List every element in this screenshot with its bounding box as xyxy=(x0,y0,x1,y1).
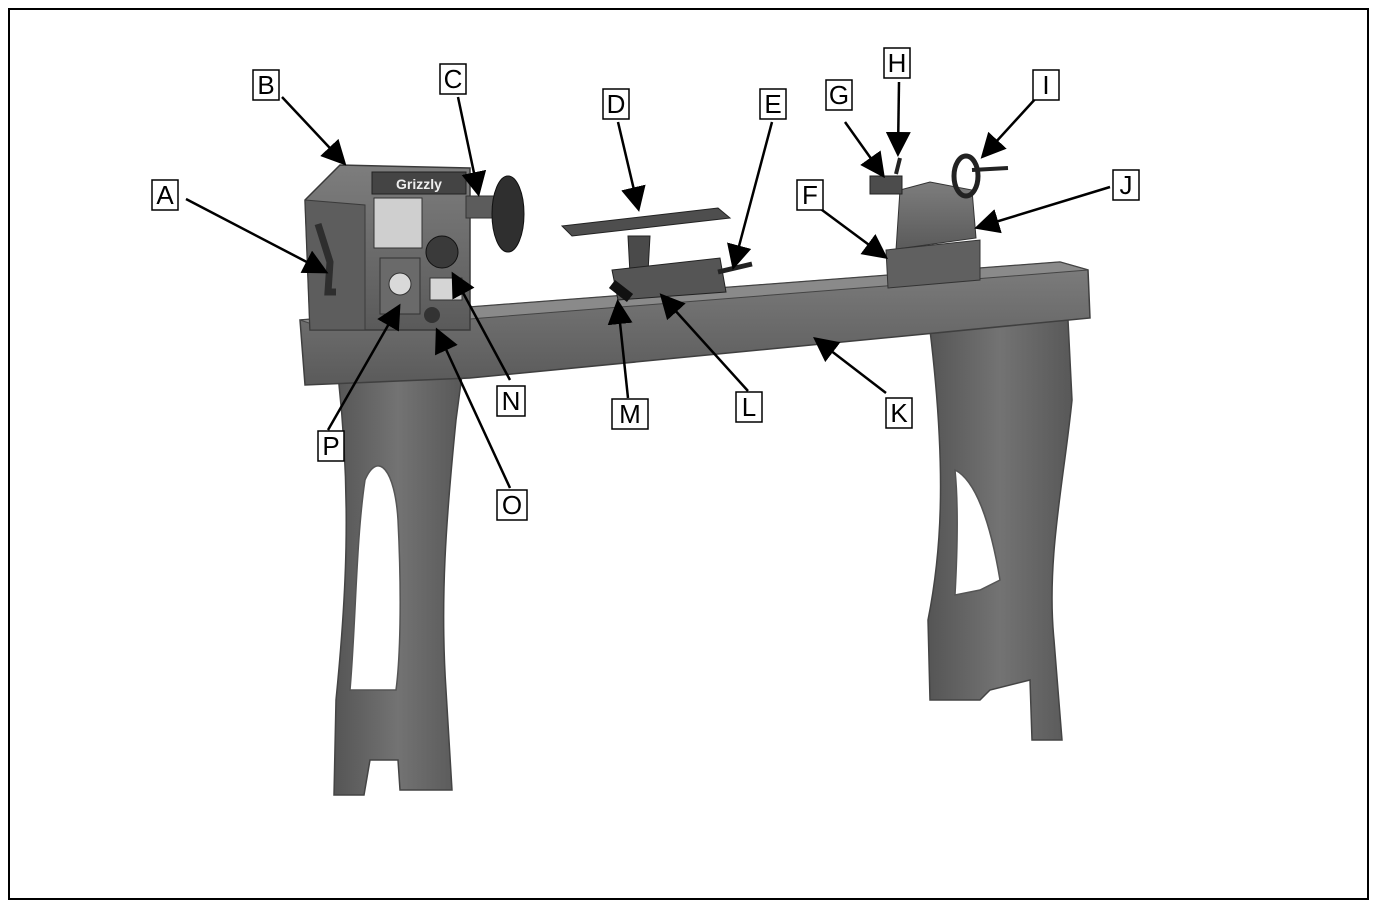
tool-rest xyxy=(560,207,732,237)
lathe-illustration: Grizzly xyxy=(299,153,1091,796)
arrow-I xyxy=(980,96,1038,159)
callout-label-O: O xyxy=(502,490,522,520)
callout-M: M xyxy=(611,398,649,430)
right-leg xyxy=(927,319,1073,741)
callout-O: O xyxy=(496,489,528,521)
callout-label-I: I xyxy=(1042,70,1049,100)
tool-rest-lock xyxy=(608,280,634,302)
callout-label-L: L xyxy=(742,392,756,422)
callout-I: I xyxy=(1032,69,1060,101)
handwheel-handle xyxy=(971,166,1009,172)
speed-dial xyxy=(425,235,459,269)
callout-arrows xyxy=(185,81,1111,489)
arrow-L xyxy=(659,293,749,392)
callout-C: C xyxy=(439,63,467,95)
callout-E: E xyxy=(759,88,787,120)
callout-label-E: E xyxy=(764,89,781,119)
callout-A: A xyxy=(151,179,179,211)
callout-label-D: D xyxy=(607,89,626,119)
tailstock-handwheel xyxy=(951,153,981,199)
quill-lock xyxy=(894,157,902,175)
brand-label: Grizzly xyxy=(396,176,442,192)
callout-B: B xyxy=(252,69,280,101)
callout-D: D xyxy=(602,88,630,120)
tailstock-base xyxy=(885,239,981,289)
arrow-E xyxy=(727,121,774,270)
arrow-K xyxy=(813,336,887,394)
arrow-A xyxy=(185,197,329,274)
figure-border xyxy=(8,8,1369,900)
arrow-G xyxy=(843,121,885,179)
spindle xyxy=(465,195,497,219)
callout-labels: A B C D E F G H xyxy=(151,47,1140,521)
arrow-P xyxy=(326,303,401,431)
spindle-lock-knob xyxy=(424,307,440,323)
arrow-B xyxy=(281,96,347,166)
arrow-N xyxy=(451,271,512,381)
arrow-F xyxy=(817,205,889,259)
callout-label-G: G xyxy=(829,80,849,110)
right-leg-cutout xyxy=(954,468,1001,596)
arrow-J xyxy=(974,185,1111,234)
callout-label-C: C xyxy=(444,64,463,94)
arrow-O xyxy=(435,327,512,489)
arrow-M xyxy=(607,299,633,399)
callout-label-A: A xyxy=(156,180,174,210)
callout-J: J xyxy=(1112,169,1140,201)
callout-F: F xyxy=(796,179,824,211)
spec-plate xyxy=(373,197,423,249)
callout-label-F: F xyxy=(802,180,818,210)
callout-H: H xyxy=(883,47,911,79)
callout-label-K: K xyxy=(890,398,908,428)
callout-K: K xyxy=(885,397,913,429)
callout-label-B: B xyxy=(257,70,274,100)
handwheel xyxy=(491,175,525,253)
belt-lever xyxy=(314,222,336,296)
callout-N: N xyxy=(496,385,526,417)
left-leg-cutout xyxy=(349,465,401,691)
callout-L: L xyxy=(735,391,763,423)
callout-label-P: P xyxy=(322,431,339,461)
arrow-H xyxy=(885,81,911,157)
power-switch xyxy=(388,272,412,296)
callout-G: G xyxy=(825,79,853,111)
callout-label-N: N xyxy=(502,386,521,416)
arrow-D xyxy=(616,121,646,212)
callout-P: P xyxy=(317,430,345,462)
callout-label-M: M xyxy=(619,399,641,429)
callout-label-H: H xyxy=(888,48,907,78)
tailstock xyxy=(889,181,977,251)
callout-label-J: J xyxy=(1120,170,1133,200)
quill xyxy=(869,175,903,195)
arrow-C xyxy=(456,96,487,197)
